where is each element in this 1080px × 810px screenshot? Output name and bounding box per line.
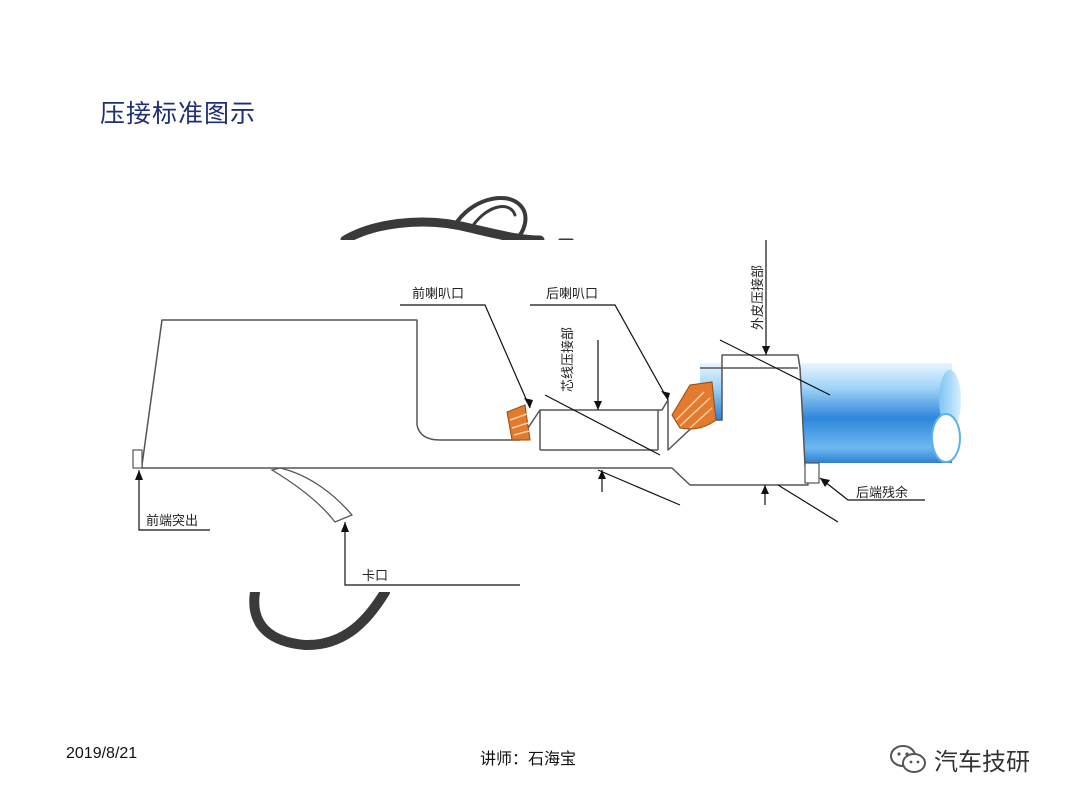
label-rear-bellmouth: 后喇叭口	[546, 287, 598, 302]
label-front-protrusion: 前端突出	[146, 513, 198, 529]
conductor-strands	[506, 381, 717, 441]
leader-lines	[138, 240, 925, 586]
label-rear-remainder: 后端残余	[856, 485, 908, 501]
wire-top	[340, 195, 574, 245]
footer-date: 2019/8/21	[66, 745, 138, 762]
footer-lecturer: 讲师：石海宝	[480, 749, 577, 768]
label-insulation-crimp: 外皮压接部	[750, 265, 766, 330]
label-conductor-crimp: 芯线压接部	[560, 327, 576, 392]
label-front-bellmouth: 前喇叭口	[412, 286, 464, 302]
watermark: 汽车技研	[888, 742, 1030, 776]
page-title: 压接标准图示	[100, 99, 257, 128]
label-lock: 卡口	[362, 569, 388, 584]
wire-bottom	[249, 587, 390, 651]
wechat-icon	[890, 745, 926, 773]
watermark-text: 汽车技研	[934, 747, 1030, 776]
arrowheads	[135, 346, 830, 532]
